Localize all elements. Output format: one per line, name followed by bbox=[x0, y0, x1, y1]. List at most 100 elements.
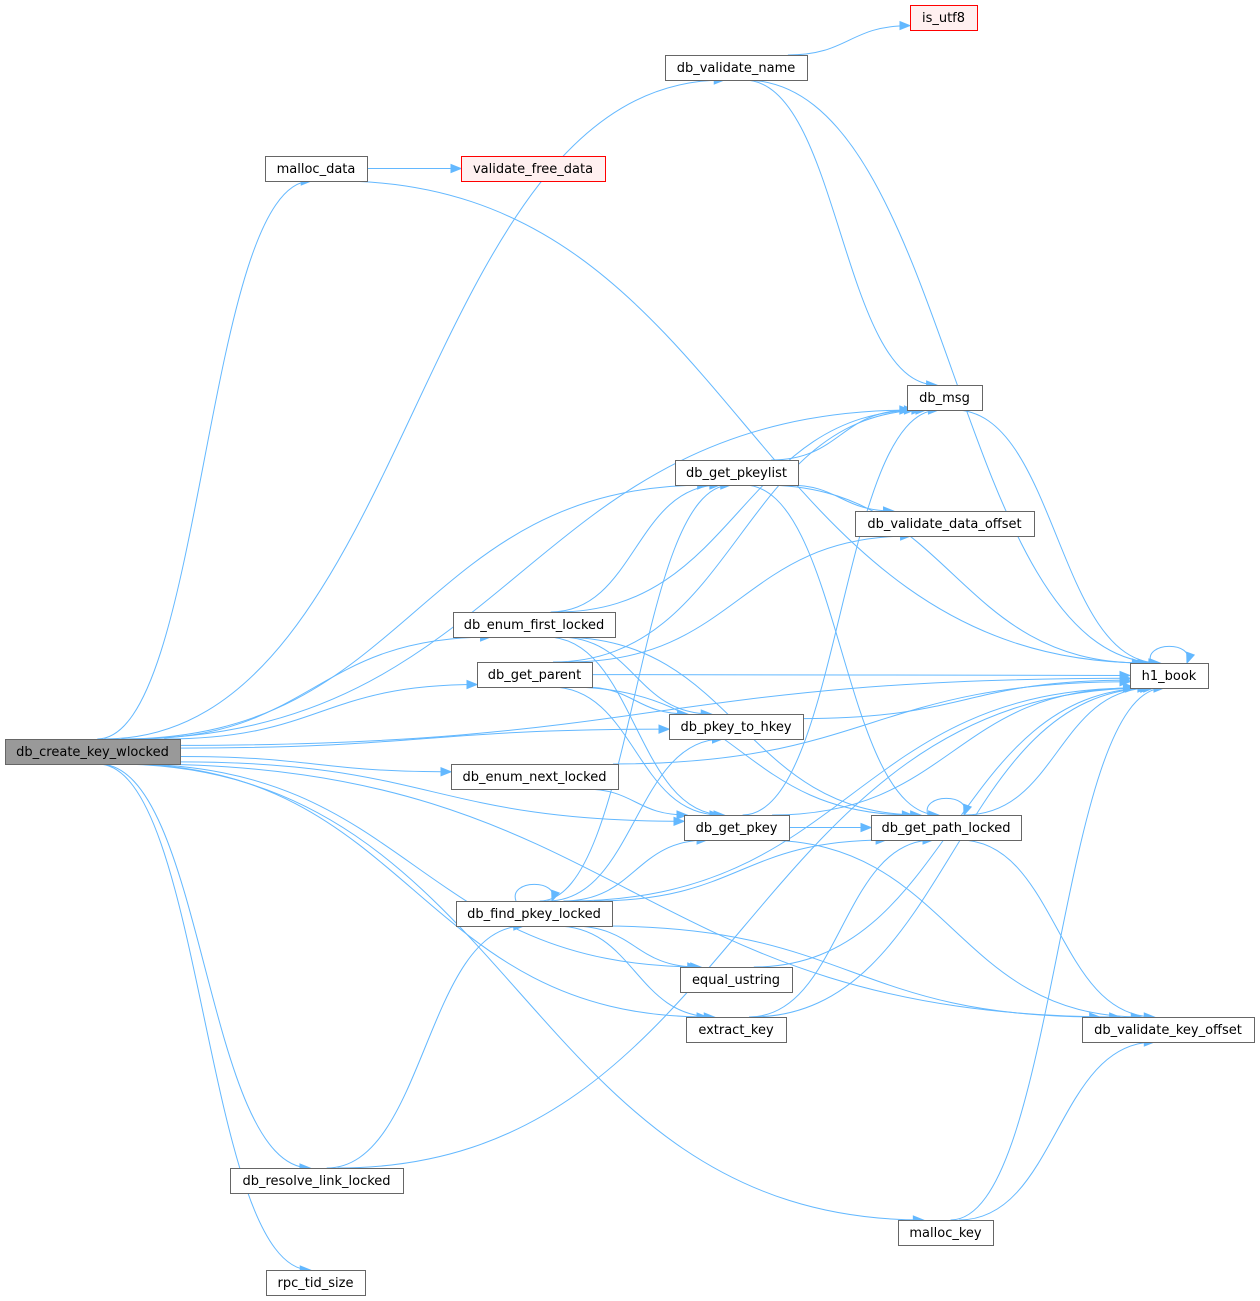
edge-malloc_key-to-validate_key_offset bbox=[959, 1041, 1155, 1221]
edge-root-to-rpc_tid_size bbox=[97, 763, 311, 1271]
node-box bbox=[680, 967, 793, 993]
edge-resolve_link-to-h1_book bbox=[337, 687, 1148, 1169]
edge-enum_first-to-get_pkeylist bbox=[550, 484, 720, 613]
node-label: db_get_path_locked bbox=[882, 821, 1011, 836]
edge-root-to-get_pkey bbox=[179, 761, 685, 822]
node-get-path[interactable]: db_get_path_locked bbox=[871, 815, 1022, 841]
node-enum-next[interactable]: db_enum_next_locked bbox=[451, 764, 619, 790]
node-is-utf8[interactable]: is_utf8 bbox=[910, 5, 978, 31]
edge-find_pkey-to-find_pkey bbox=[514, 883, 554, 902]
edge-get_pkeylist-to-db_msg-arrow bbox=[899, 405, 912, 415]
edge-root-to-db_msg bbox=[122, 409, 915, 740]
edge-resolve_link-to-find_pkey bbox=[326, 925, 524, 1169]
node-get-parent[interactable]: db_get_parent bbox=[477, 662, 593, 688]
edge-root-to-enum_first bbox=[135, 636, 491, 740]
node-box bbox=[1082, 1017, 1255, 1043]
node-label: db_validate_key_offset bbox=[1094, 1023, 1242, 1038]
node-malloc-data[interactable]: malloc_data bbox=[265, 156, 368, 182]
node-get-pkeylist[interactable]: db_get_pkeylist bbox=[675, 460, 799, 486]
edge-root-to-get_parent bbox=[164, 684, 478, 740]
node-label: db_pkey_to_hkey bbox=[680, 720, 791, 735]
node-box bbox=[456, 901, 613, 927]
edge-root-to-validate_name bbox=[104, 79, 725, 740]
edge-find_pkey-to-validate_key_offset bbox=[602, 925, 1100, 1018]
edge-enum_first-to-db_msg bbox=[556, 409, 922, 613]
node-box bbox=[5, 739, 181, 765]
edge-enum_first-to-get_pkey bbox=[546, 636, 725, 816]
node-label: extract_key bbox=[698, 1023, 774, 1038]
edge-root-to-pkey_to_hkey-arrow bbox=[658, 724, 671, 734]
edge-root-to-malloc_key bbox=[114, 763, 924, 1221]
node-label: h1_book bbox=[1142, 669, 1197, 684]
edge-validate_name-to-db_msg bbox=[743, 79, 937, 386]
node-label: malloc_key bbox=[909, 1226, 982, 1241]
node-box bbox=[266, 1270, 366, 1296]
node-label: db_create_key_wlocked bbox=[16, 745, 169, 760]
node-get-pkey[interactable]: db_get_pkey bbox=[684, 815, 790, 841]
edge-get_parent-to-h1_book bbox=[591, 674, 1131, 676]
node-resolve-link[interactable]: db_resolve_link_locked bbox=[230, 1168, 404, 1194]
edge-h1_book-to-h1_book-arrow bbox=[1186, 651, 1196, 665]
node-box bbox=[665, 55, 808, 81]
node-label: validate_free_data bbox=[473, 162, 593, 177]
node-box bbox=[684, 815, 790, 841]
node-label: is_utf8 bbox=[922, 11, 965, 26]
node-label: db_msg bbox=[919, 391, 970, 406]
node-extract-key[interactable]: extract_key bbox=[686, 1017, 787, 1043]
edge-malloc_data-to-h1_book bbox=[337, 180, 1148, 664]
edge-root-to-h1_book bbox=[179, 677, 1131, 746]
node-malloc-key[interactable]: malloc_key bbox=[898, 1220, 994, 1246]
edge-get_pkeylist-to-db_msg bbox=[771, 409, 910, 461]
edge-find_pkey-to-equal_ustring bbox=[572, 925, 698, 968]
edge-h1_book-to-h1_book bbox=[1149, 645, 1189, 664]
node-label: db_validate_data_offset bbox=[867, 517, 1021, 532]
edge-get_parent-to-get_pkey bbox=[551, 686, 720, 816]
node-pkey-to-hkey[interactable]: db_pkey_to_hkey bbox=[669, 714, 804, 740]
edge-malloc_data-to-validate_free_data-arrow bbox=[450, 163, 463, 174]
node-find-pkey[interactable]: db_find_pkey_locked bbox=[456, 901, 613, 927]
node-h1-book[interactable]: h1_book bbox=[1130, 663, 1209, 689]
node-label: db_enum_next_locked bbox=[463, 770, 607, 785]
node-box bbox=[451, 764, 619, 790]
edge-validate_name-to-is_utf8-arrow bbox=[899, 20, 912, 31]
node-validate-key-offset[interactable]: db_validate_key_offset bbox=[1082, 1017, 1255, 1043]
node-validate-free-data[interactable]: validate_free_data bbox=[461, 156, 606, 182]
node-label: equal_ustring bbox=[692, 973, 780, 988]
node-rpc-tid-size[interactable]: rpc_tid_size bbox=[266, 1270, 366, 1296]
node-box bbox=[907, 385, 983, 411]
node-box bbox=[910, 5, 978, 31]
edge-root-to-equal_ustring bbox=[127, 763, 701, 968]
edge-get_parent-to-db_msg bbox=[553, 409, 926, 663]
node-label: malloc_data bbox=[277, 162, 356, 177]
edge-root-to-enum_next-arrow bbox=[440, 767, 453, 777]
edge-malloc_key-to-h1_book bbox=[950, 687, 1164, 1221]
edge-enum_next-to-h1_book-arrow bbox=[1119, 676, 1132, 687]
node-label: rpc_tid_size bbox=[278, 1276, 354, 1291]
edge-get_path-to-h1_book bbox=[964, 687, 1151, 816]
node-box bbox=[265, 156, 368, 182]
edge-get_pkeylist-to-validate_data_offset bbox=[787, 484, 894, 512]
node-enum-first[interactable]: db_enum_first_locked bbox=[453, 612, 616, 638]
node-box bbox=[675, 460, 799, 486]
node-box bbox=[461, 156, 606, 182]
edge-root-to-validate_key_offset bbox=[140, 763, 1120, 1018]
node-box bbox=[669, 714, 804, 740]
edge-validate_name-to-h1_book bbox=[744, 79, 1161, 664]
edge-extract_key-to-h1_book bbox=[751, 687, 1154, 1018]
node-box bbox=[230, 1168, 404, 1194]
node-label: db_enum_first_locked bbox=[464, 618, 605, 633]
edge-root-to-malloc_data bbox=[97, 180, 312, 740]
node-label: db_get_pkey bbox=[696, 821, 778, 836]
node-box bbox=[686, 1017, 787, 1043]
node-db-msg[interactable]: db_msg bbox=[907, 385, 983, 411]
node-validate-name[interactable]: db_validate_name bbox=[665, 55, 808, 81]
edge-get_pkeylist-to-h1_book bbox=[763, 484, 1143, 664]
edge-enum_next-to-h1_book bbox=[613, 681, 1131, 765]
node-root[interactable]: db_create_key_wlocked bbox=[5, 739, 181, 765]
edge-find_pkey-to-get_path bbox=[593, 839, 887, 902]
edge-enum_next-to-get_pkey bbox=[584, 788, 687, 816]
node-validate-data-offset[interactable]: db_validate_data_offset bbox=[855, 511, 1035, 537]
node-equal-ustring[interactable]: equal_ustring bbox=[680, 967, 793, 993]
edge-get_pkey-to-db_msg bbox=[742, 409, 939, 816]
